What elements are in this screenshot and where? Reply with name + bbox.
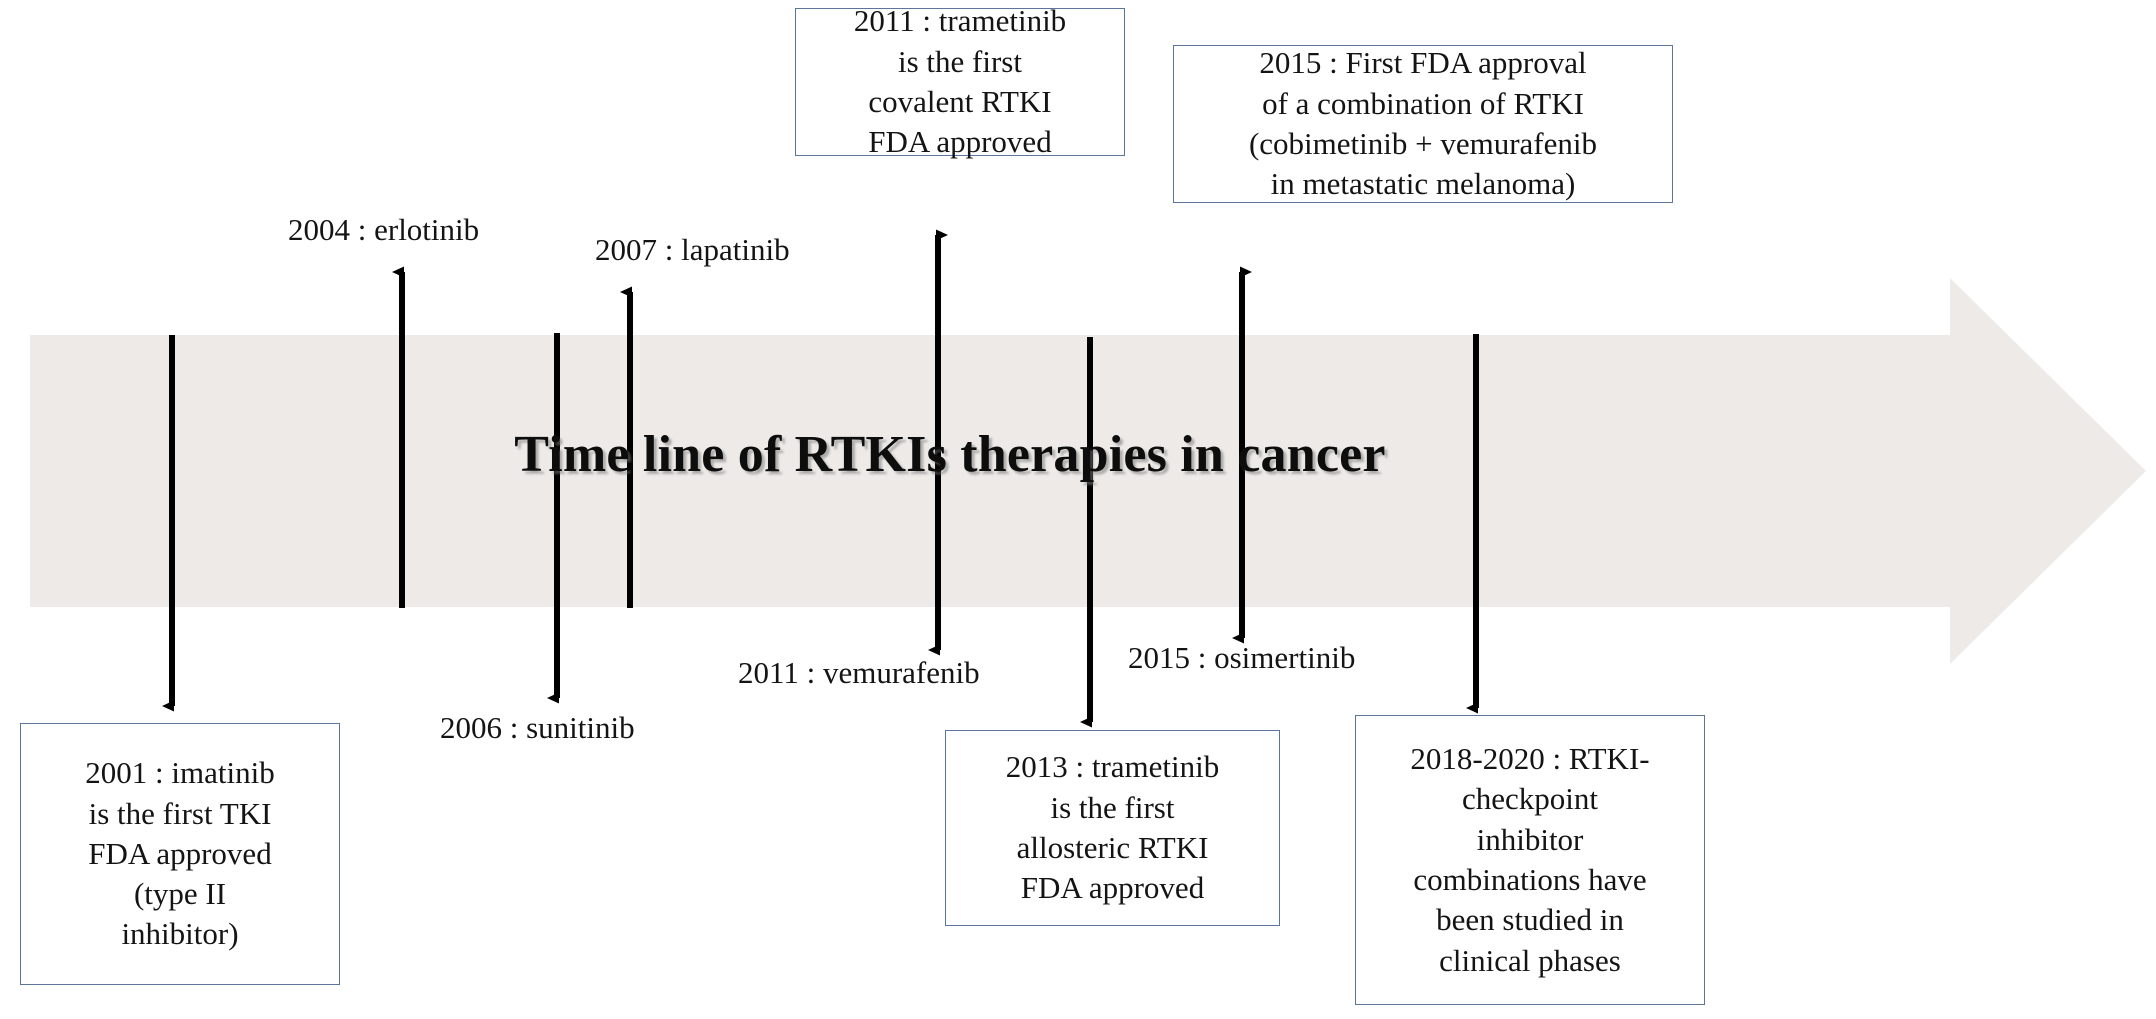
callout-line: (type II xyxy=(133,876,227,912)
label-2015-osimertinib: 2015 : osimertinib xyxy=(1128,640,1356,675)
callout-2015-combination: 2015 : First FDA approval of a combinati… xyxy=(1173,45,1673,203)
callout-line: 2001 : imatinib xyxy=(85,755,275,791)
callout-line: clinical phases xyxy=(1439,942,1621,978)
callout-2001-imatinib: 2001 : imatinib is the first TKI FDA app… xyxy=(20,723,340,985)
label-2011-vemurafenib: 2011 : vemurafenib xyxy=(738,655,980,690)
callout-line: inhibitor) xyxy=(121,916,239,952)
callout-line: FDA approved xyxy=(1020,870,1205,906)
callout-2018-2020-rtki-checkpoint: 2018-2020 : RTKI- checkpoint inhibitor c… xyxy=(1355,715,1705,1005)
callout-line: checkpoint xyxy=(1461,781,1598,817)
callout-line: covalent RTKI xyxy=(868,84,1052,119)
callout-line: combinations have xyxy=(1413,862,1647,897)
callout-line: is the first TKI xyxy=(88,795,272,831)
callout-line: of a combination of RTKI xyxy=(1262,85,1584,121)
callout-line: is the first xyxy=(1050,789,1175,825)
callout-line: is the first xyxy=(898,43,1022,79)
label-2007-lapatinib: 2007 : lapatinib xyxy=(595,232,790,267)
callout-line: been studied in xyxy=(1436,902,1624,938)
label-2004-erlotinib: 2004 : erlotinib xyxy=(288,212,480,247)
timeline-title: Time line of RTKIs therapies in cancer xyxy=(514,426,1386,483)
callout-2013-trametinib: 2013 : trametinib is the first allosteri… xyxy=(945,730,1280,926)
callout-line: 2013 : trametinib xyxy=(1005,749,1220,785)
callout-line: allosteric RTKI xyxy=(1016,830,1209,865)
callout-line: FDA approved xyxy=(88,835,272,871)
callout-line: in metastatic melanoma) xyxy=(1270,166,1576,202)
callout-line: FDA approved xyxy=(868,124,1052,160)
callout-line: (cobimetinib + vemurafenib xyxy=(1248,126,1598,161)
callout-line: inhibitor xyxy=(1476,821,1584,857)
callout-line: 2015 : First FDA approval xyxy=(1259,45,1587,81)
callout-2011-trametinib: 2011 : trametinib is the first covalent … xyxy=(795,3,1125,159)
callout-line: 2018-2020 : RTKI- xyxy=(1410,741,1650,777)
callout-line: 2011 : trametinib xyxy=(853,3,1067,39)
label-2006-sunitinib: 2006 : sunitinib xyxy=(440,710,635,745)
